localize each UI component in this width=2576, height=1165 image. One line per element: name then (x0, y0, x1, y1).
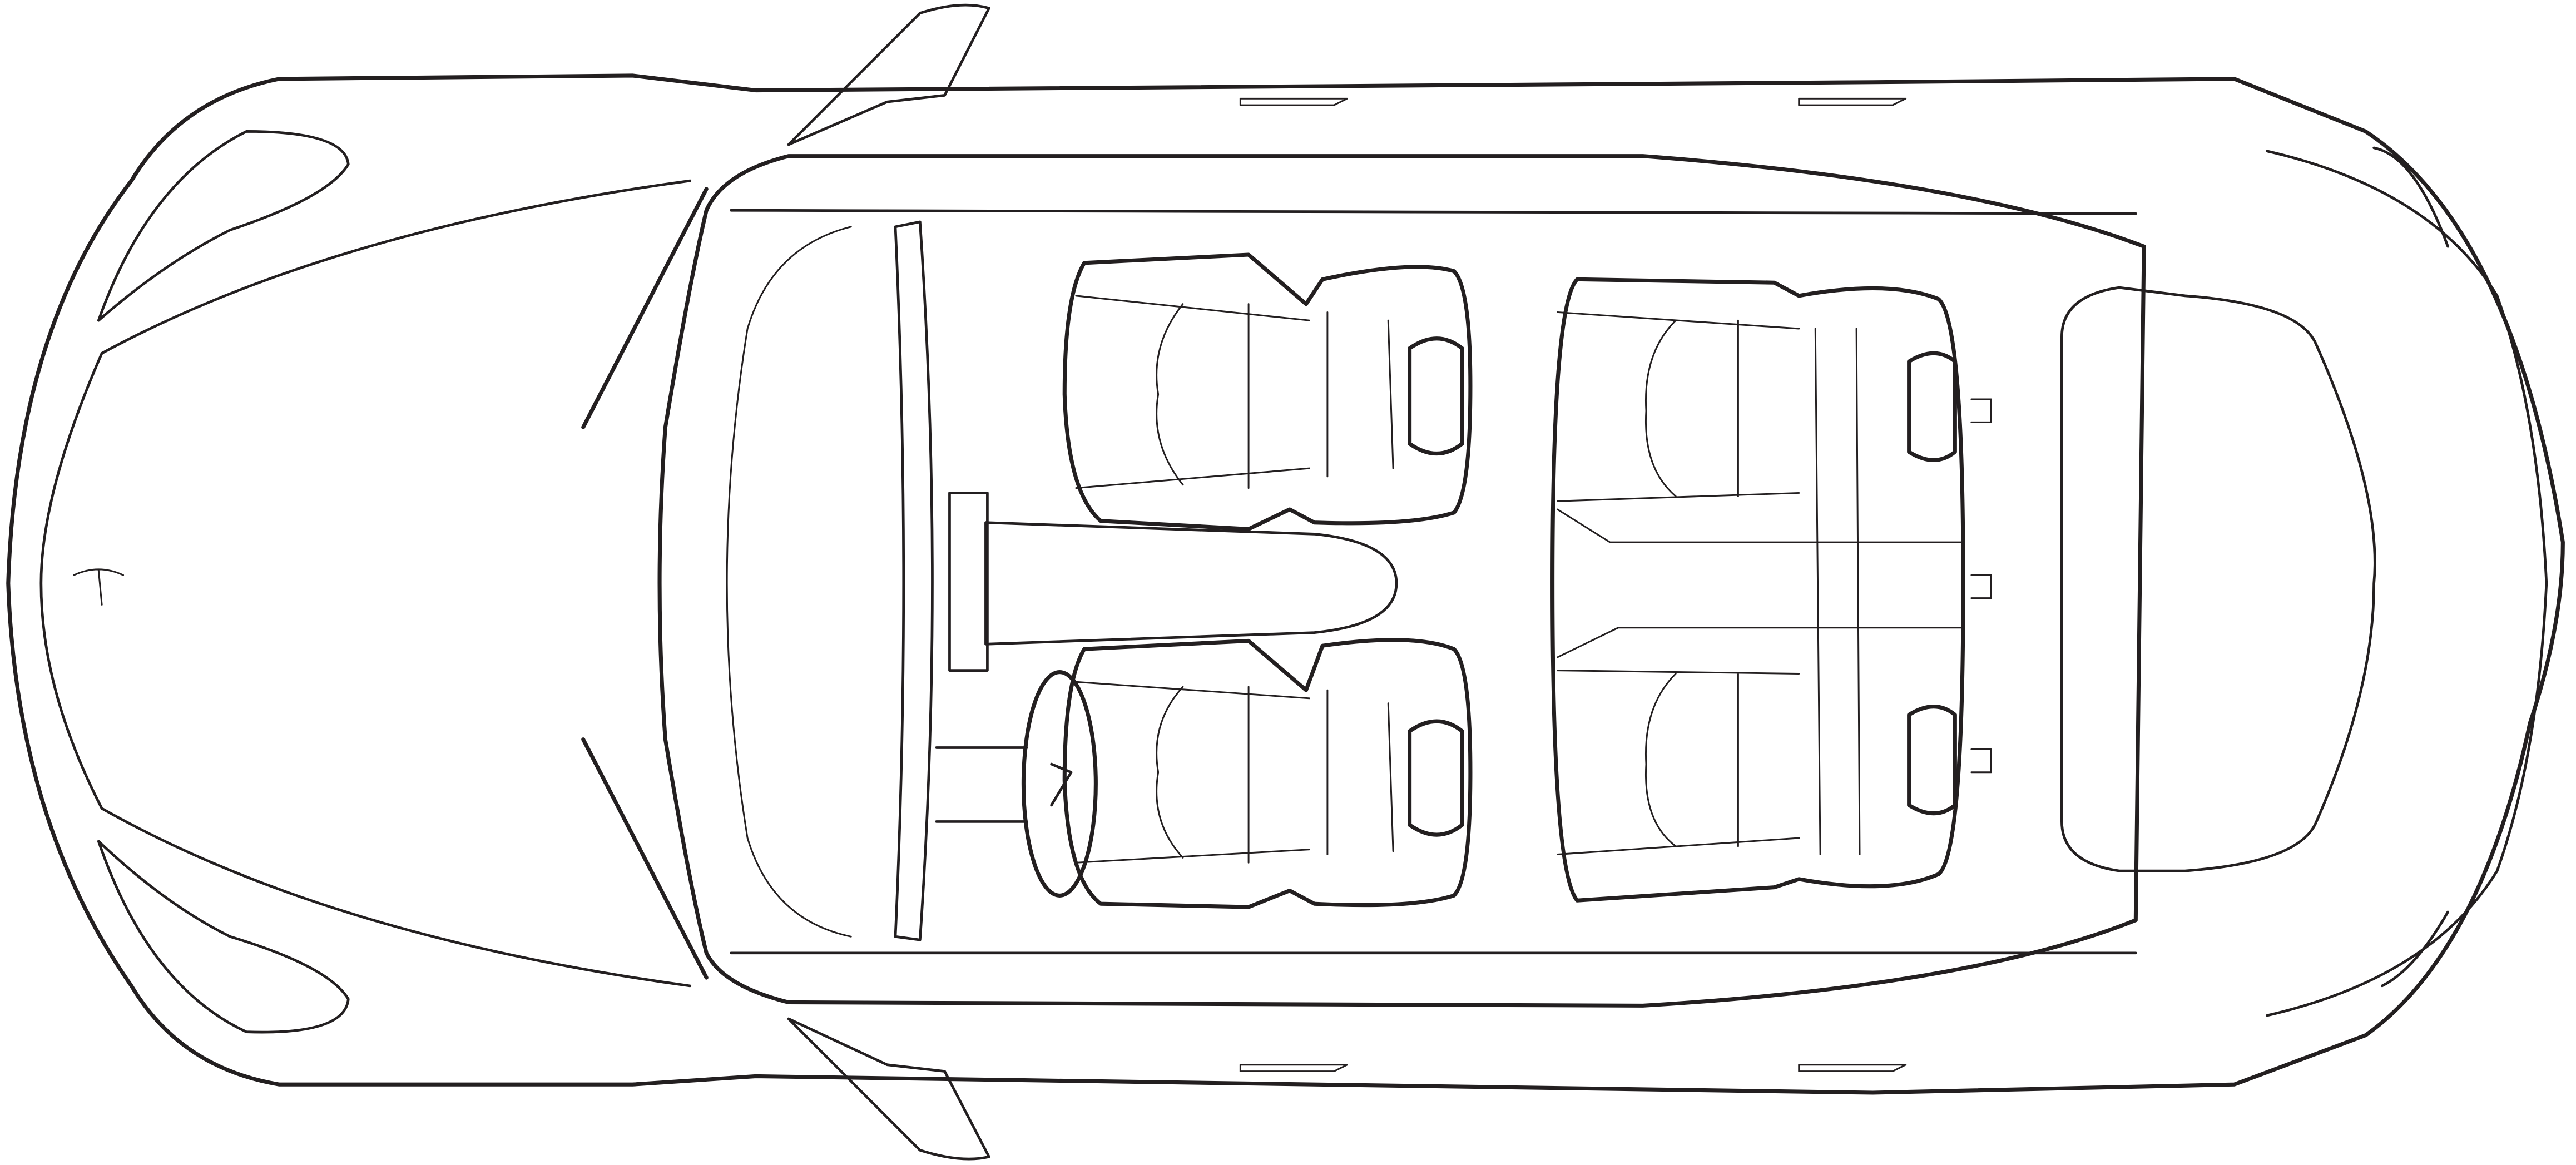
touchscreen (948, 492, 989, 672)
door-handle-rr (1798, 1064, 1907, 1073)
taillight-top (2372, 146, 2449, 988)
steering-column (935, 746, 1073, 823)
door-handle-rl (1798, 97, 1907, 106)
mirror-left (787, 3, 990, 146)
mirror-right (787, 1017, 990, 1161)
headlight-right (97, 840, 350, 1034)
child-seat-anchor-icons (1970, 398, 1992, 774)
hood-line-bottom (100, 807, 692, 988)
door-handle-fr (1239, 1064, 1348, 1073)
cabin-outline (657, 154, 2146, 1008)
car-body-outline (6, 73, 2565, 1095)
a-pillar-right (581, 737, 709, 980)
seat-rear-bench[interactable] (1550, 277, 1965, 903)
rear-bumper-lines (2266, 150, 2548, 1017)
center-console (984, 521, 1398, 646)
hood-line-top (100, 179, 692, 355)
seat-front-right-driver[interactable] (1062, 638, 1473, 909)
seat-front-left[interactable] (1062, 252, 1473, 532)
windshield-frame (730, 209, 2137, 955)
tesla-t-logo (73, 568, 125, 606)
dashboard (894, 220, 934, 941)
a-pillar-left (581, 187, 709, 429)
door-trim-front (726, 226, 852, 938)
steering-wheel-icon (1021, 670, 1098, 898)
headlight-left (97, 130, 350, 322)
glass-roof (2060, 286, 2376, 872)
hood-edge (39, 351, 103, 810)
door-handle-fl (1239, 97, 1348, 106)
